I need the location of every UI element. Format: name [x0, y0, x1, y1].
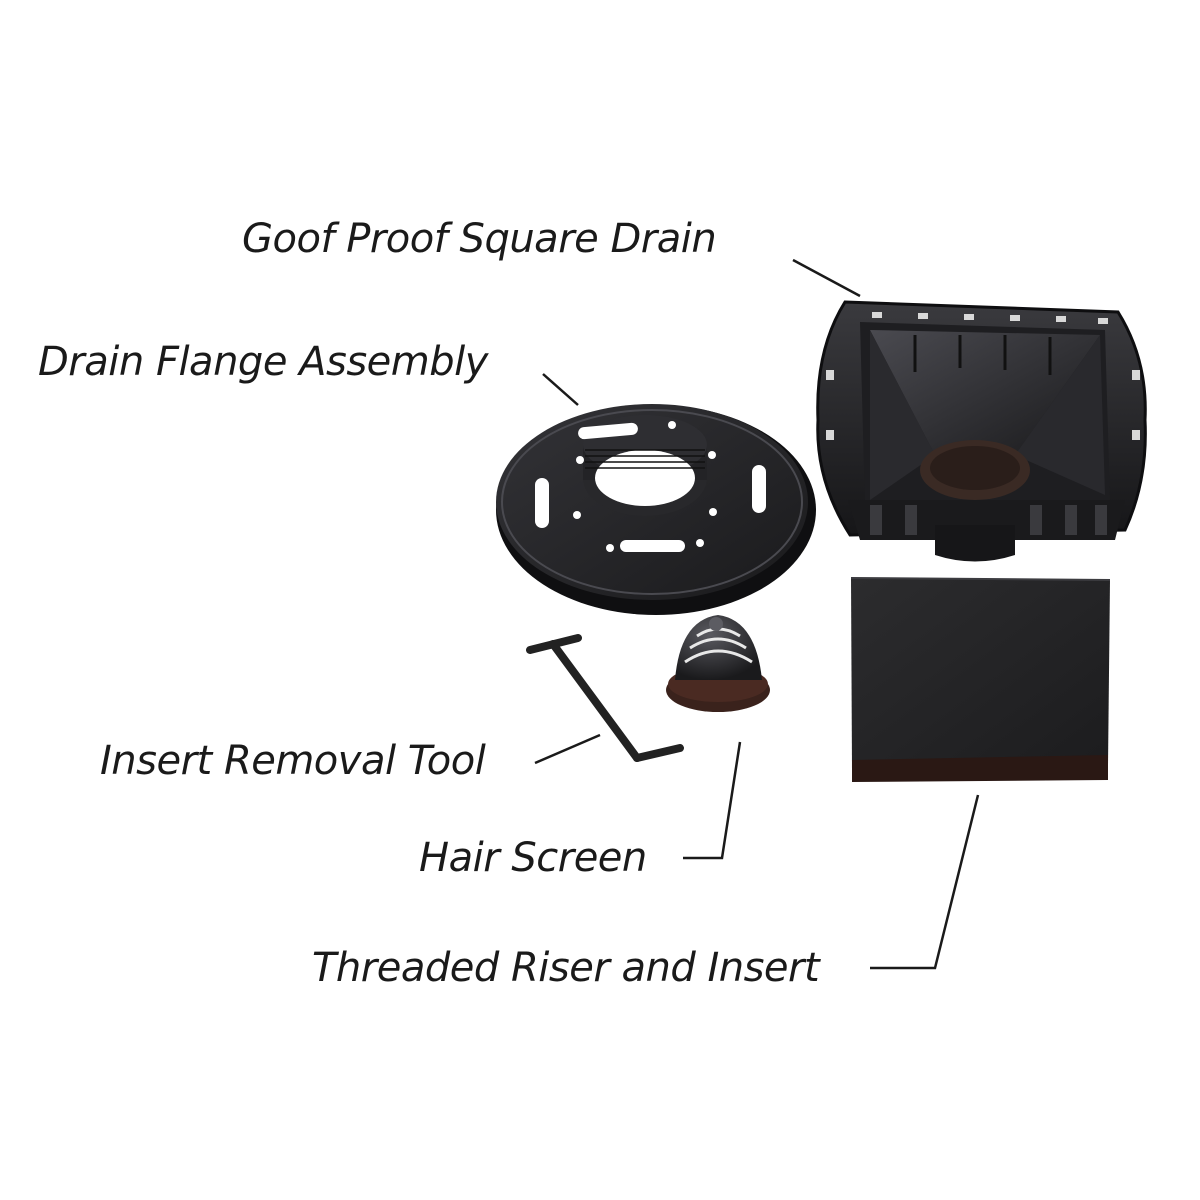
leader-line-hair-screen	[683, 741, 742, 860]
leader-line-square-drain	[792, 258, 861, 298]
leader-line-removal-tool	[534, 733, 601, 765]
leader-line-riser-insert	[870, 794, 980, 970]
square-drain-part	[816, 300, 1147, 562]
threaded-riser-insert-part	[850, 577, 1111, 782]
drain-flange-part	[496, 404, 816, 615]
label-hair-screen: Hair Screen	[419, 835, 647, 881]
label-goof-proof-square-drain: Goof Proof Square Drain	[242, 216, 717, 262]
leader-lines	[534, 258, 980, 970]
label-threaded-riser-and-insert: Threaded Riser and Insert	[312, 945, 820, 991]
label-drain-flange-assembly: Drain Flange Assembly	[38, 339, 488, 385]
label-insert-removal-tool: Insert Removal Tool	[100, 738, 486, 784]
leader-line-flange	[542, 373, 579, 406]
hair-screen-part	[666, 615, 770, 712]
insert-removal-tool-part	[526, 634, 684, 762]
